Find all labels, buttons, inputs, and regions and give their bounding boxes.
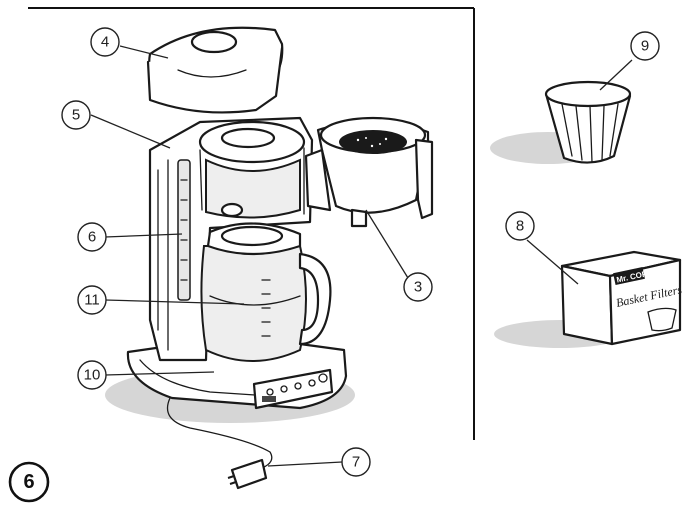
coffee-grounds (339, 130, 407, 154)
callout-8-label: 8 (516, 218, 524, 235)
page-number-badge: 6 (8, 461, 50, 503)
page-number: 6 (23, 471, 34, 493)
filter-basket (304, 116, 434, 228)
callout-6-label: 6 (88, 229, 96, 246)
callout-4: 4 (90, 27, 120, 57)
control-panel (252, 368, 334, 410)
callout-10: 10 (77, 360, 107, 390)
callout-7: 7 (341, 447, 371, 477)
leader-lines (90, 45, 633, 467)
callout-7-label: 7 (352, 454, 360, 471)
power-cord (166, 397, 273, 490)
callout-3: 3 (403, 272, 433, 302)
permanent-filter-illustration (490, 80, 632, 164)
callout-9: 9 (630, 31, 660, 61)
callout-11: 11 (77, 285, 107, 315)
paper-filters-box-illustration: Mr. COFFEE Basket Filters (494, 250, 683, 348)
callout-11-label: 11 (84, 292, 100, 309)
callout-6: 6 (77, 222, 107, 252)
water-window-strip (177, 159, 191, 301)
callout-5-label: 5 (72, 107, 80, 124)
callout-10-label: 10 (84, 367, 101, 384)
callout-3-label: 3 (414, 279, 422, 296)
callout-5: 5 (61, 100, 91, 130)
callout-4-label: 4 (101, 34, 109, 51)
frame-lines (28, 7, 475, 440)
lid (146, 26, 284, 114)
carafe (200, 222, 332, 362)
coffee-maker-illustration (105, 26, 434, 490)
callout-8: 8 (505, 211, 535, 241)
callout-9-label: 9 (641, 38, 649, 55)
